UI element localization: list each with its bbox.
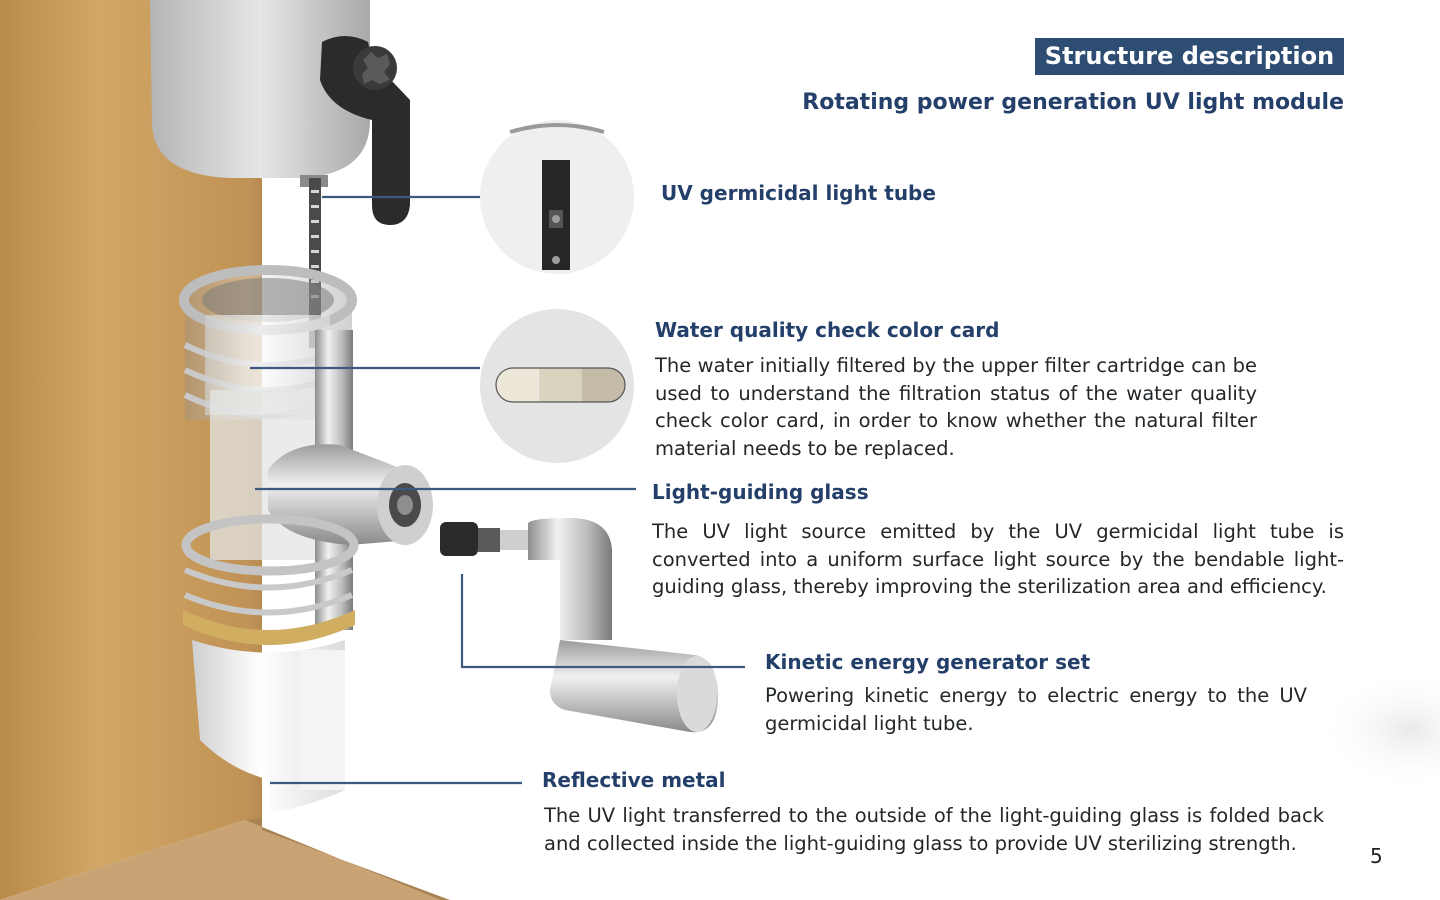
uv-tube-heading: UV germicidal light tube bbox=[661, 181, 936, 205]
color-card-description: The water initially filtered by the uppe… bbox=[655, 352, 1257, 462]
color-card-heading: Water quality check color card bbox=[655, 318, 999, 342]
reflective-metal-description: The UV light transferred to the outside … bbox=[544, 802, 1324, 857]
kinetic-generator-description: Powering kinetic energy to electric ener… bbox=[765, 682, 1307, 737]
kinetic-generator-heading: Kinetic energy generator set bbox=[765, 650, 1090, 674]
page-subtitle: Rotating power generation UV light modul… bbox=[802, 90, 1344, 115]
light-guiding-glass-description: The UV light source emitted by the UV ge… bbox=[652, 518, 1344, 601]
reflective-metal-heading: Reflective metal bbox=[542, 768, 726, 792]
light-guiding-glass-heading: Light-guiding glass bbox=[652, 480, 869, 504]
page-number: 5 bbox=[1370, 844, 1383, 868]
color-card bbox=[496, 368, 625, 402]
page-title: Structure description bbox=[1035, 38, 1344, 75]
